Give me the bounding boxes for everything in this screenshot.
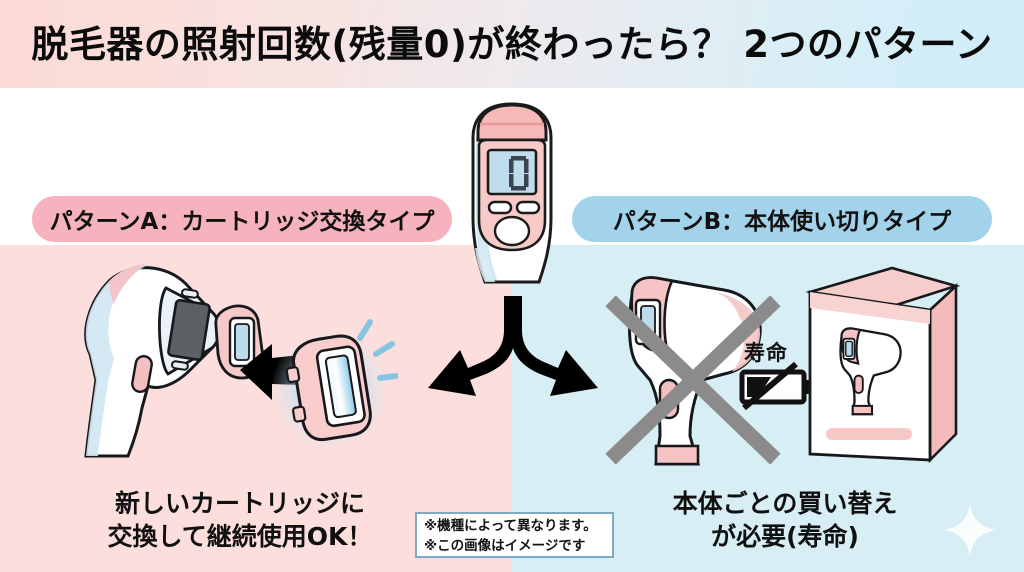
- lifespan-label: 寿命: [744, 341, 788, 365]
- removable-cartridge-icon: [214, 304, 264, 380]
- glowing-cartridge-icon: [268, 316, 398, 456]
- pattern-a-label: パターンA：カートリッジ交換タイプ: [32, 196, 452, 242]
- product-box-icon: [800, 262, 970, 467]
- sparkle-lines-icon: [357, 319, 398, 381]
- pattern-b-caption-line2: が必要(寿命): [711, 522, 859, 551]
- branching-arrow-icon: [418, 296, 608, 406]
- header-band: [0, 0, 1024, 88]
- disclaimer-note: ※機種によって異なります。 ※この画像はイメージです: [415, 512, 614, 558]
- device-button-right: [515, 200, 541, 215]
- device-display-value: [509, 156, 529, 191]
- device-trigger: [131, 354, 153, 394]
- sparkle-icon: [940, 500, 1000, 560]
- disclaimer-line1: ※機種によって異なります。: [424, 518, 597, 534]
- pattern-b-caption-line1: 本体ごとの買い替え: [672, 489, 898, 518]
- pattern-a-caption: 新しいカートリッジに 交換して継続使用OK！: [60, 487, 420, 553]
- pattern-a-caption-line2: 交換して継続使用OK！: [107, 522, 373, 551]
- device-power-button: [493, 215, 531, 247]
- installed-cartridge-window: [167, 298, 211, 362]
- discarded-epilator-icon: [598, 268, 788, 478]
- disclaimer-line2: ※この画像はイメージです: [424, 537, 586, 554]
- pattern-b-caption: 本体ごとの買い替え が必要(寿命): [630, 487, 940, 553]
- page-title: 脱毛器の照射回数(残量0)が終わったら？ 2つのパターン: [31, 23, 993, 66]
- epilator-device: [455, 98, 569, 288]
- device-button-left: [487, 200, 513, 215]
- handheld-epilator-icon: [62, 258, 292, 458]
- pattern-a-caption-line1: 新しいカートリッジに: [114, 489, 365, 518]
- pattern-b-label: パターンB：本体使い切りタイプ: [572, 196, 992, 242]
- cross-out-icon: [605, 295, 781, 465]
